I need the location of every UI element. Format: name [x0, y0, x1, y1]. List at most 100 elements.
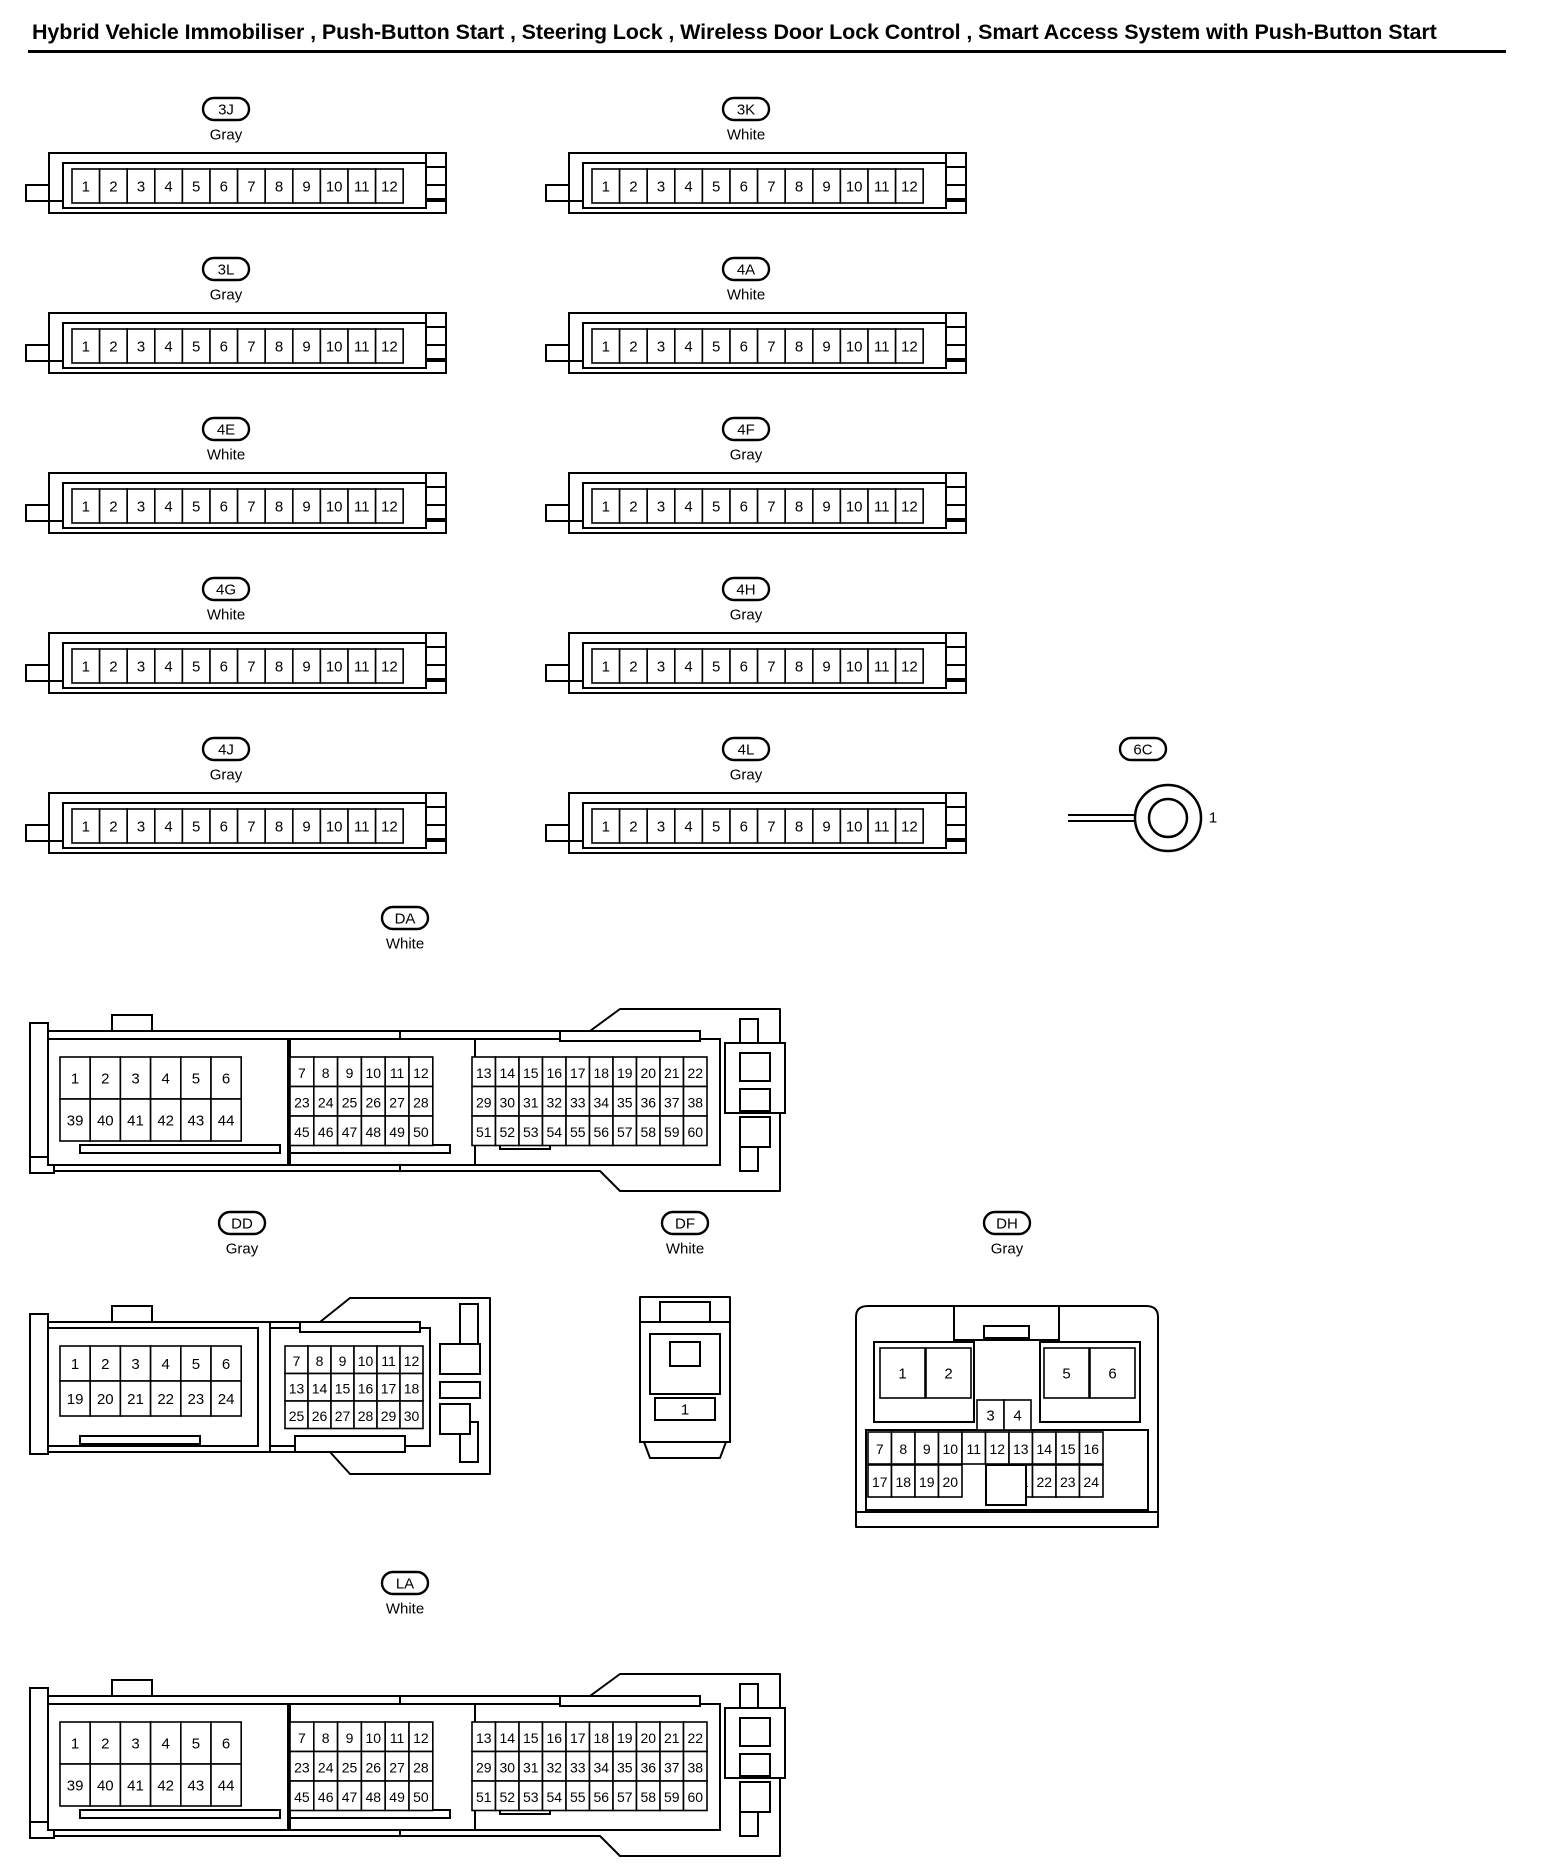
pin-number: 49: [389, 1124, 405, 1140]
pin-number: 27: [335, 1408, 351, 1424]
pin-number: 1: [602, 659, 610, 676]
pin-number: 10: [326, 499, 343, 516]
connector-tab-top: [425, 312, 447, 328]
connector-code: 4L: [738, 742, 755, 759]
pin-number: 12: [404, 1353, 420, 1369]
pin-number: 8: [795, 499, 803, 516]
connector-lock-hole: [439, 1381, 481, 1399]
pin-number: 39: [67, 1778, 84, 1795]
pin-number: 3: [137, 339, 145, 356]
pin-number: 24: [1083, 1474, 1099, 1490]
connector-id-oval: [201, 736, 251, 762]
keyway: [559, 1695, 701, 1707]
pin-cell: [811, 168, 842, 204]
pin-number: 2: [629, 499, 637, 516]
pin-number: 12: [989, 1441, 1005, 1457]
pin-number: 8: [899, 1441, 907, 1457]
pin-number: 22: [687, 1730, 703, 1746]
pin-number: 2: [109, 339, 117, 356]
pin-number: 1: [898, 1366, 906, 1383]
keyway: [559, 1030, 701, 1042]
pin-number: 11: [874, 659, 890, 676]
pin-cell: [119, 1763, 152, 1807]
pin-number: 28: [413, 1094, 429, 1110]
pin-number: 1: [1209, 810, 1217, 827]
pin-number: 9: [346, 1730, 354, 1746]
pin-number: 3: [657, 499, 665, 516]
pin-number: 10: [326, 659, 343, 676]
pin-number: 1: [602, 179, 610, 196]
pin-number: 39: [67, 1113, 84, 1130]
pin-number: 8: [795, 819, 803, 836]
pin-number: 6: [222, 1736, 230, 1753]
pin-number: 2: [629, 339, 637, 356]
pin-cell: [209, 328, 239, 364]
pin-number: 29: [476, 1759, 492, 1775]
connector-code: 4H: [736, 582, 755, 599]
pin-number: 58: [640, 1124, 656, 1140]
pin-number: 7: [767, 499, 775, 516]
pin-cell: [119, 1721, 152, 1765]
pin-cell: [374, 488, 405, 524]
pin-number: 36: [640, 1094, 656, 1110]
connector-color: Gray: [730, 447, 763, 464]
pin-number: 3: [657, 339, 665, 356]
pin-cell: [89, 1056, 122, 1100]
pin-number: 4: [164, 339, 172, 356]
pin-number: 1: [681, 1402, 689, 1419]
pin-number: 41: [127, 1113, 144, 1130]
pin-number: 16: [358, 1380, 374, 1396]
connector-id-oval: [217, 1210, 267, 1236]
pin-number: 11: [390, 1065, 405, 1081]
pin-number: 28: [358, 1408, 374, 1424]
pin-cell: [879, 1347, 926, 1399]
connector-lock-hole: [439, 1403, 471, 1435]
pin-number: 8: [275, 499, 283, 516]
pin-number: 8: [322, 1065, 330, 1081]
pin-cell: [181, 648, 211, 684]
pin-cell: [784, 328, 814, 364]
pin-cell: [894, 328, 924, 364]
pin-number: 2: [101, 1356, 109, 1373]
connector-latch-left: [545, 184, 570, 202]
pin-number: 11: [354, 339, 370, 356]
pin-cell: [756, 808, 786, 844]
pin-number: 3: [131, 1356, 139, 1373]
pin-number: 7: [298, 1065, 306, 1081]
connector-tab-bottom: [425, 824, 447, 840]
pin-number: 11: [354, 499, 370, 516]
pin-number: 18: [404, 1380, 420, 1396]
pin-number: 42: [157, 1113, 174, 1130]
pin-number: 19: [617, 1730, 633, 1746]
pin-number: 17: [872, 1474, 888, 1490]
pin-number: 19: [67, 1391, 84, 1408]
pin-number: 1: [71, 1356, 79, 1373]
pin-number: 8: [795, 179, 803, 196]
connector-top-tab: [111, 1679, 153, 1697]
connector-tab-bottom: [945, 344, 967, 360]
pin-number: 51: [476, 1789, 492, 1805]
pin-number: 7: [767, 179, 775, 196]
pin-number: 1: [71, 1071, 79, 1088]
pin-number: 8: [316, 1353, 324, 1369]
pin-cell: [126, 648, 156, 684]
pin-number: 48: [366, 1124, 382, 1140]
pin-cell: [319, 168, 349, 204]
pin-cell: [319, 488, 349, 524]
pin-number: 20: [640, 1730, 656, 1746]
pin-number: 6: [740, 659, 748, 676]
pin-number: 45: [294, 1789, 310, 1805]
pin-number: 4: [684, 179, 692, 196]
pin-cell: [98, 168, 128, 204]
pin-number: 34: [593, 1094, 609, 1110]
pin-number: 33: [570, 1759, 586, 1775]
connector-tab-top: [425, 472, 447, 488]
pin-number: 10: [846, 819, 863, 836]
pin-number: 17: [570, 1065, 586, 1081]
connector-latch-left: [25, 664, 50, 682]
pin-cell: [925, 1347, 972, 1399]
